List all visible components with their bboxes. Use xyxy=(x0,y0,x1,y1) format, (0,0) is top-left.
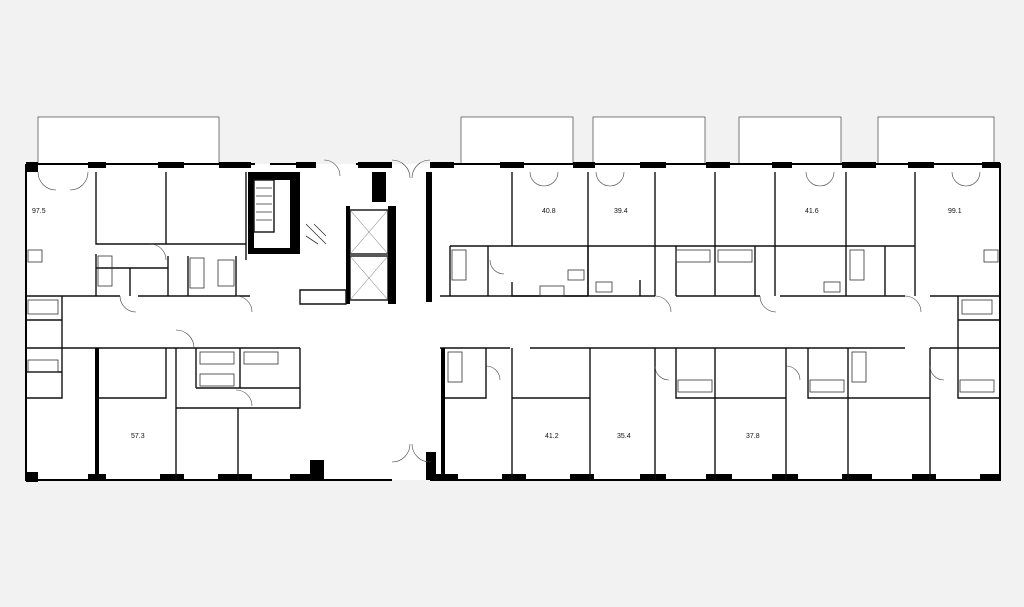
south-partitions xyxy=(26,348,1000,480)
balcony-n3 xyxy=(592,116,706,165)
north-partitions xyxy=(26,172,1000,348)
fixtures xyxy=(27,249,999,393)
balcony-n4 xyxy=(738,116,842,165)
balconies xyxy=(37,116,995,165)
doors xyxy=(37,159,981,463)
area-label-north-east: 99.1 xyxy=(948,208,962,215)
balcony-n2 xyxy=(460,116,574,165)
balcony-nw xyxy=(37,116,220,165)
area-label-north-4: 41.6 xyxy=(805,208,819,215)
area-label-south-4: 37.8 xyxy=(746,433,760,440)
area-label-north-2: 40.8 xyxy=(542,208,556,215)
area-label-south-3: 35.4 xyxy=(617,433,631,440)
area-label-south-west: 57.3 xyxy=(131,433,145,440)
area-labels: 97.5 40.8 39.4 41.6 99.1 57.3 41.2 35.4 … xyxy=(32,208,962,440)
area-label-north-3: 39.4 xyxy=(614,208,628,215)
exterior-walls xyxy=(25,162,1001,482)
area-label-south-2: 41.2 xyxy=(545,433,559,440)
balcony-ne xyxy=(877,116,995,165)
area-label-north-west: 97.5 xyxy=(32,208,46,215)
building-footprint xyxy=(26,164,1000,480)
core xyxy=(248,172,432,305)
